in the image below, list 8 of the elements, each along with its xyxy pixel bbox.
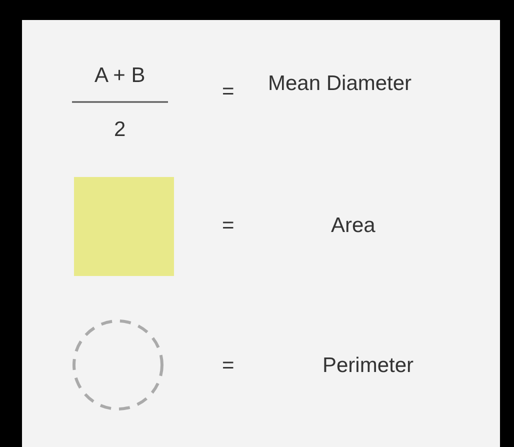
equals-sign: = <box>222 80 234 104</box>
legend-text: Mean Diameter <box>268 72 412 96</box>
numerator: A + B <box>94 64 146 88</box>
denominator: 2 <box>114 118 126 142</box>
equals-sign: = <box>222 214 234 238</box>
legend-text: Area <box>331 214 376 238</box>
legend-text: Perimeter <box>322 354 414 378</box>
equals-sign: = <box>222 354 234 378</box>
